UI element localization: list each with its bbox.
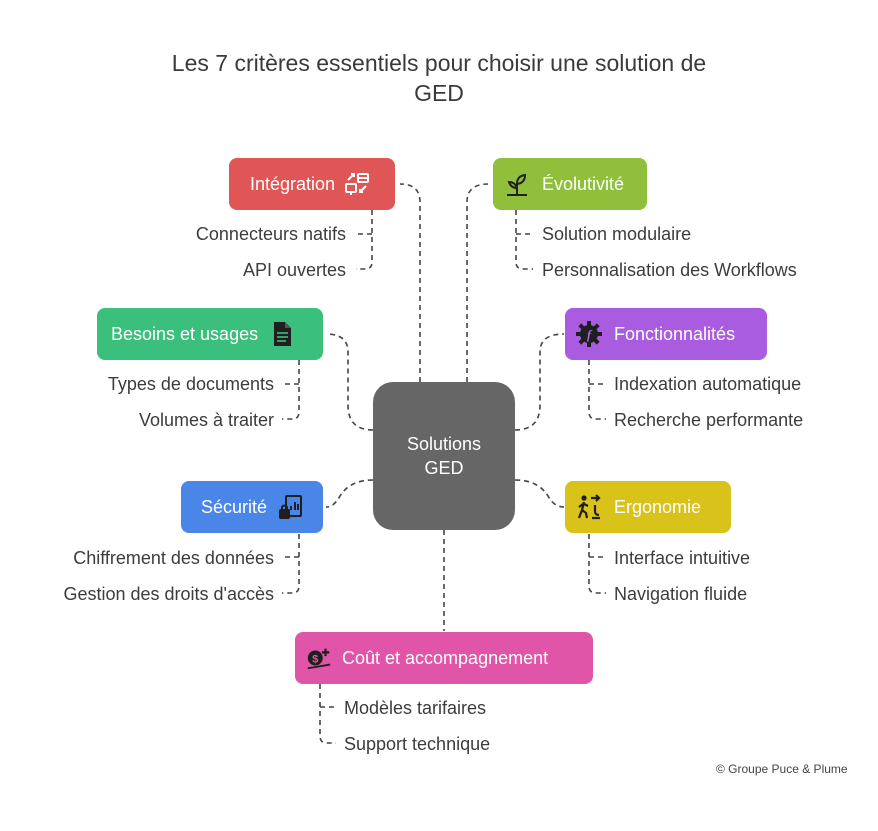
connector-evolutivite <box>466 183 489 382</box>
item-modeles-tarifaires: Modèles tarifaires <box>344 698 487 718</box>
center-node-line1: Solutions <box>406 434 482 454</box>
branch-ergonomie-label: Ergonomie <box>614 496 702 517</box>
branch-securite-label: Sécurité <box>201 496 268 517</box>
item-navigation-fluide: Navigation fluide <box>614 584 748 604</box>
growth-plant-icon <box>503 170 531 198</box>
copyright-notice: © Groupe Puce & Plume <box>716 762 848 776</box>
connector-integration <box>399 183 421 382</box>
item-api-ouvertes: API ouvertes <box>242 260 346 280</box>
item-interface-intuitive: Interface intuitive <box>614 548 751 568</box>
branch-integration-label: Intégration <box>250 173 336 194</box>
branch-besoins-label: Besoins et usages <box>111 323 259 344</box>
sub-connector-ergonomie <box>588 534 606 594</box>
svg-text:$: $ <box>312 654 319 666</box>
sub-connector-evolutivite <box>515 210 533 270</box>
item-connecteurs-natifs: Connecteurs natifs <box>195 224 346 244</box>
integration-icon <box>343 170 371 198</box>
secure-report-icon <box>277 493 305 521</box>
connector-besoins <box>325 333 374 431</box>
walking-person-icon <box>575 493 603 521</box>
branch-cout-label: Coût et accompagnement <box>342 647 549 668</box>
item-gestion-droits-acces: Gestion des droits d'accès <box>63 584 274 604</box>
function-gear-icon: f <box>575 320 603 348</box>
center-node-line2: GED <box>424 458 464 478</box>
sub-connector-securite <box>282 534 300 594</box>
diagram-title-line2: GED <box>414 80 464 106</box>
connector-fonctionnalites <box>514 333 565 431</box>
connector-ergonomie <box>514 479 565 508</box>
diagram-title-line1: Les 7 critères essentiels pour choisir u… <box>171 50 707 76</box>
branch-securite: Sécurité <box>181 481 323 533</box>
item-solution-modulaire: Solution modulaire <box>542 224 692 244</box>
item-recherche-performante: Recherche performante <box>614 410 804 430</box>
branch-integration: Intégration <box>229 158 395 210</box>
center-node: Solutions GED <box>373 382 515 530</box>
item-indexation-automatique: Indexation automatique <box>614 374 802 394</box>
sub-connector-integration <box>356 210 373 270</box>
svg-text:f: f <box>587 327 593 342</box>
connector-securite <box>325 479 374 508</box>
item-personnalisation-workflows: Personnalisation des Workflows <box>542 260 797 280</box>
item-volumes-traiter: Volumes à traiter <box>138 410 274 430</box>
sub-connector-besoins <box>282 360 300 420</box>
branch-besoins: Besoins et usages <box>97 308 323 360</box>
cost-icon: $ <box>305 644 333 672</box>
branch-ergonomie: Ergonomie <box>565 481 731 533</box>
item-chiffrement-donnees: Chiffrement des données <box>73 548 274 568</box>
branch-fonctionnalites: f Fonctionnalités <box>565 308 767 360</box>
document-icon <box>268 320 296 348</box>
branch-evolutivite-label: Évolutivité <box>542 173 625 194</box>
item-types-documents: Types de documents <box>107 374 274 394</box>
sub-connector-fonctionnalites <box>588 360 606 420</box>
item-support-technique: Support technique <box>344 734 491 754</box>
branch-evolutivite: Évolutivité <box>493 158 647 210</box>
branch-cout: $ Coût et accompagnement <box>295 632 593 684</box>
sub-connector-cout <box>319 684 336 744</box>
branch-fonctionnalites-label: Fonctionnalités <box>614 323 736 344</box>
